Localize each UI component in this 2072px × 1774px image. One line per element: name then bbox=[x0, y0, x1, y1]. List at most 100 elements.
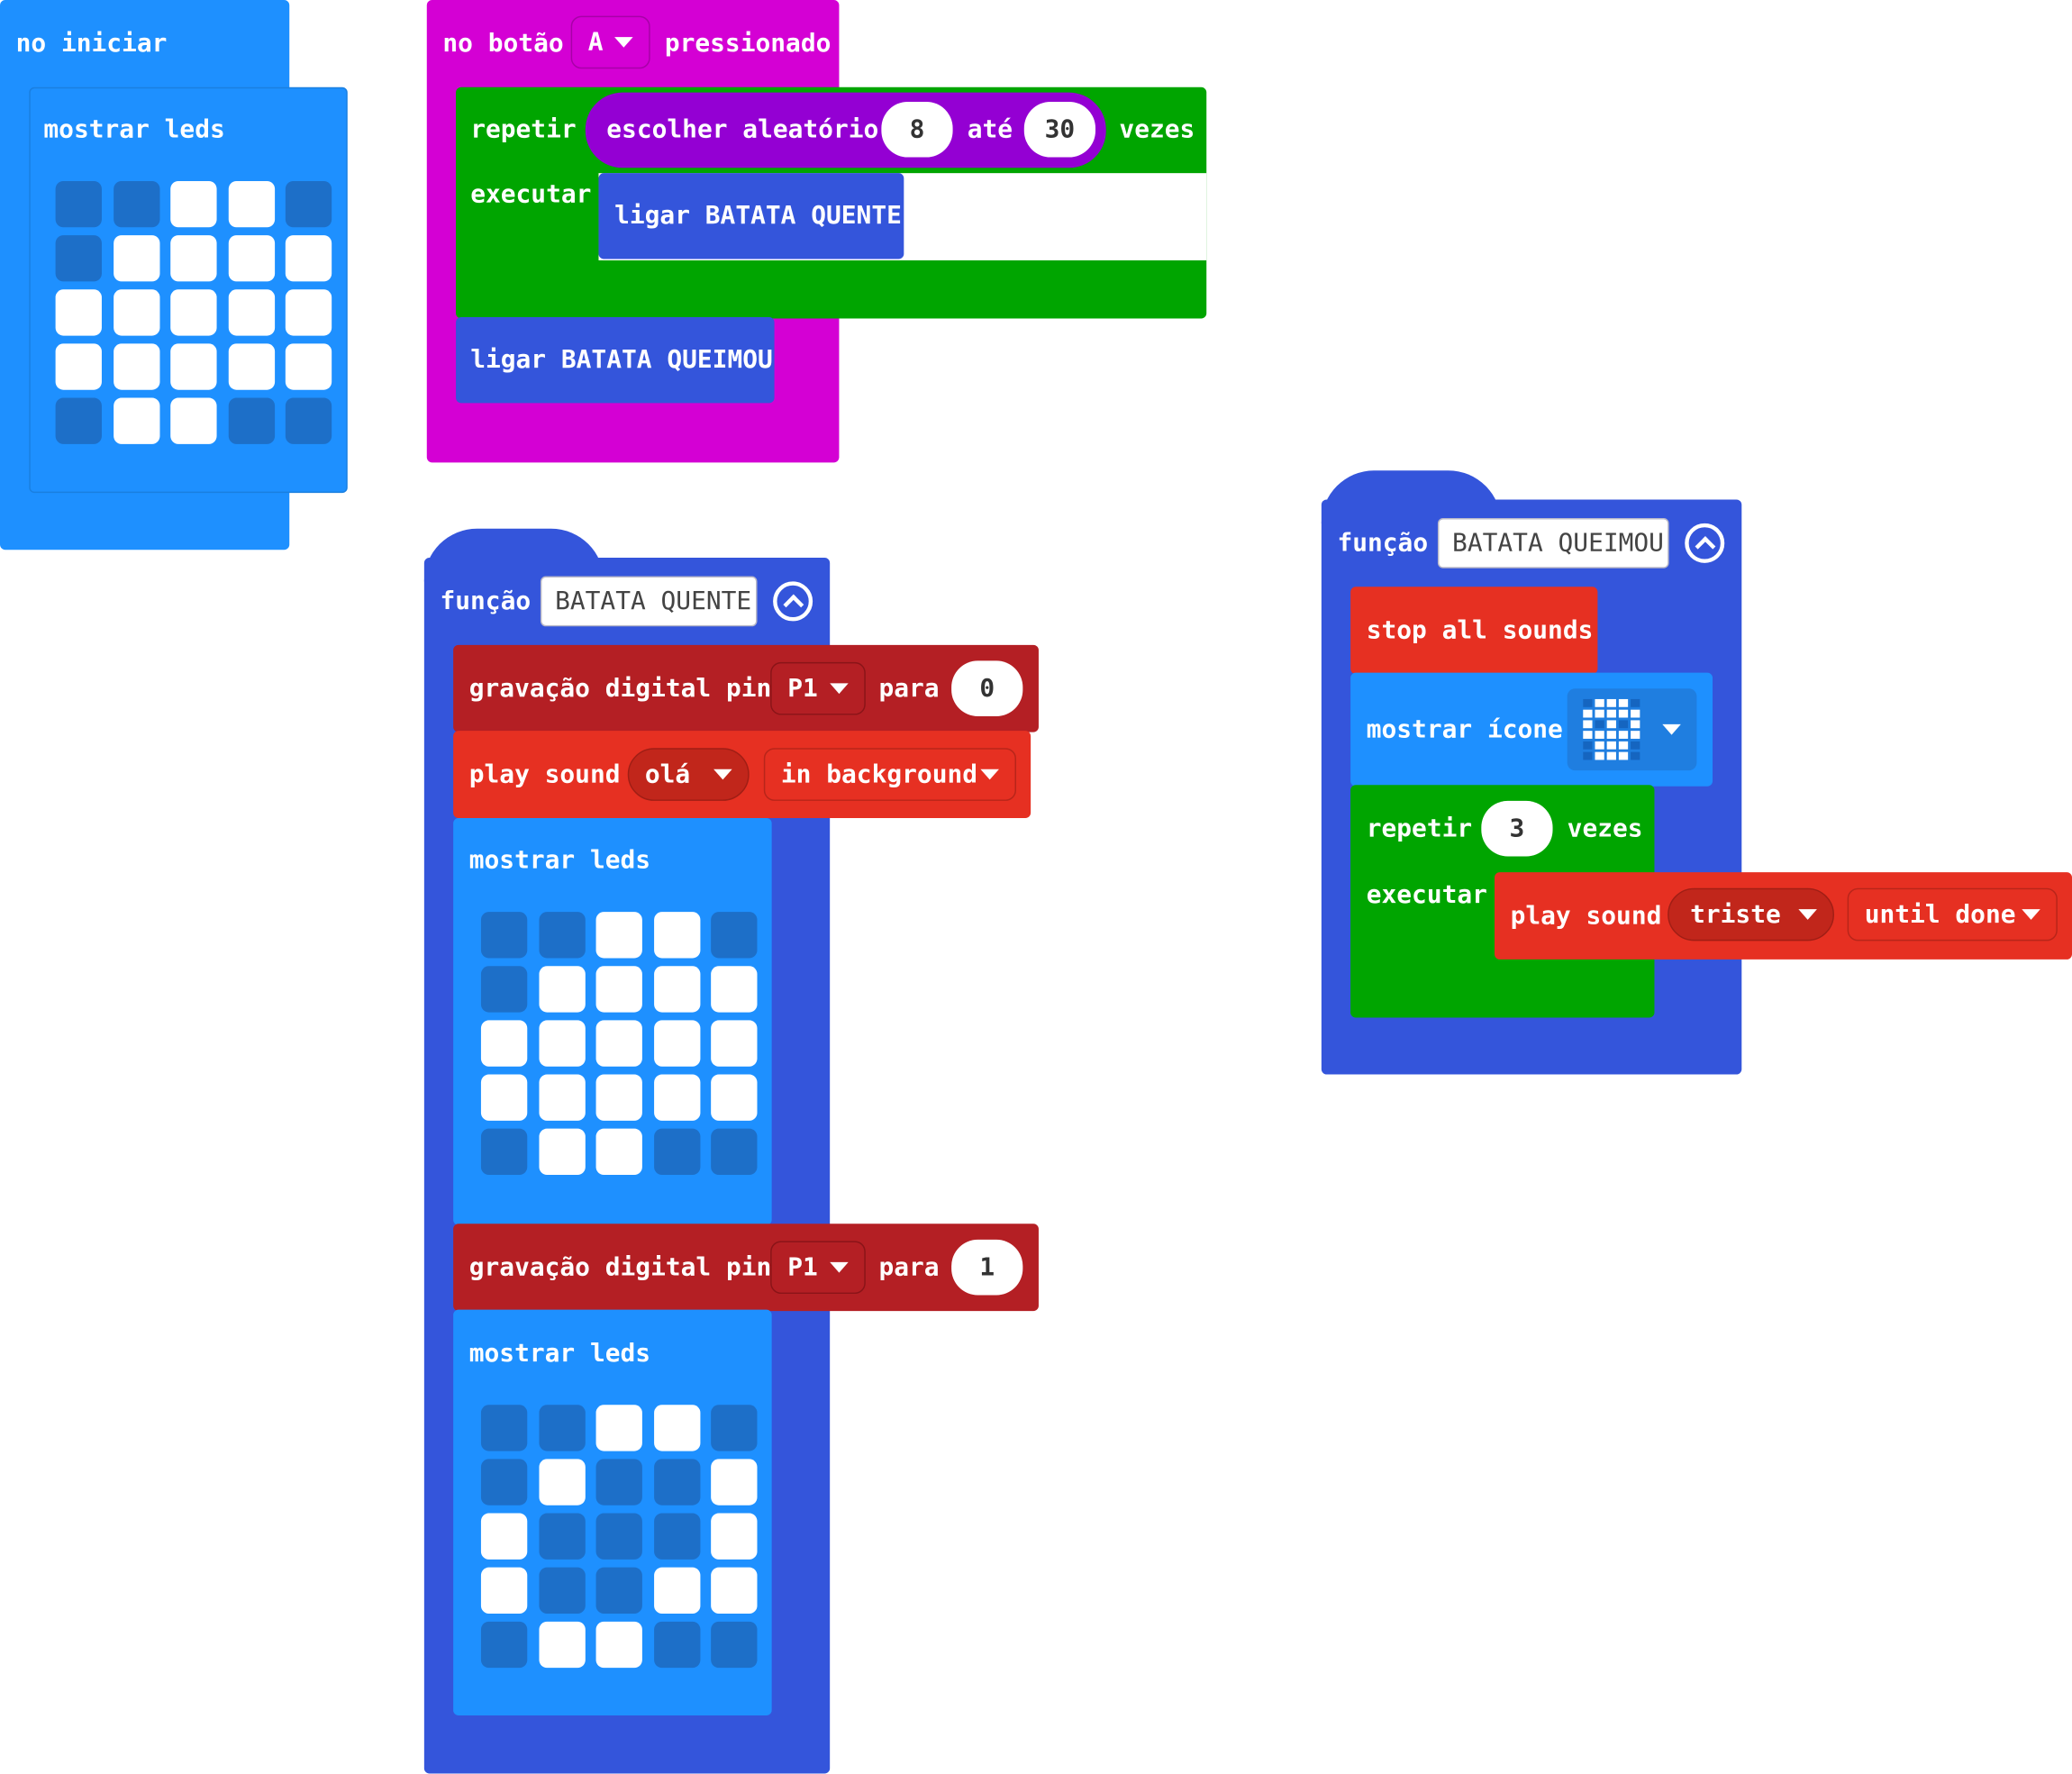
led-cell[interactable] bbox=[480, 1459, 528, 1506]
led-cell[interactable] bbox=[480, 1513, 528, 1560]
led-cell[interactable] bbox=[538, 1020, 586, 1067]
led-cell[interactable] bbox=[113, 397, 159, 444]
led-cell[interactable] bbox=[653, 1128, 700, 1176]
led-cell[interactable] bbox=[113, 343, 159, 390]
digital-write-block-2[interactable] bbox=[453, 1224, 1039, 1312]
random-to-input[interactable]: 30 bbox=[1023, 101, 1096, 158]
led-cell[interactable] bbox=[480, 1128, 528, 1176]
repeat-times-input[interactable]: 3 bbox=[1481, 800, 1553, 857]
led-cell[interactable] bbox=[653, 966, 700, 1013]
led-cell[interactable] bbox=[653, 1621, 700, 1669]
led-cell[interactable] bbox=[228, 343, 275, 390]
call-queimou-block[interactable] bbox=[456, 317, 775, 404]
led-cell[interactable] bbox=[538, 1128, 586, 1176]
led-cell[interactable] bbox=[480, 1020, 528, 1067]
led-cell[interactable] bbox=[653, 1405, 700, 1451]
led-cell[interactable] bbox=[595, 1513, 642, 1560]
led-cell[interactable] bbox=[285, 289, 332, 336]
led-cell[interactable] bbox=[55, 235, 102, 282]
led-cell[interactable] bbox=[595, 912, 642, 959]
led-cell[interactable] bbox=[480, 1074, 528, 1121]
led-cell[interactable] bbox=[538, 912, 586, 959]
led-cell[interactable] bbox=[228, 235, 275, 282]
led-cell[interactable] bbox=[55, 180, 102, 228]
led-cell[interactable] bbox=[711, 1074, 758, 1121]
func-queimou-name[interactable]: BATATA QUEIMOU bbox=[1437, 518, 1669, 569]
led-cell[interactable] bbox=[711, 1621, 758, 1669]
led-cell[interactable] bbox=[170, 235, 217, 282]
led-cell[interactable] bbox=[538, 1567, 586, 1615]
led-cell[interactable] bbox=[285, 343, 332, 390]
led-cell[interactable] bbox=[538, 1513, 586, 1560]
led-cell[interactable] bbox=[170, 397, 217, 444]
led-cell[interactable] bbox=[595, 1459, 642, 1506]
button-select[interactable]: A bbox=[570, 15, 650, 69]
led-cell[interactable] bbox=[113, 235, 159, 282]
led-cell[interactable] bbox=[711, 966, 758, 1013]
led-cell[interactable] bbox=[55, 343, 102, 390]
play-mode-select-1[interactable]: in background bbox=[763, 748, 1016, 801]
skull-pixel bbox=[1618, 731, 1629, 739]
led-cell[interactable] bbox=[711, 1513, 758, 1560]
led-cell[interactable] bbox=[228, 397, 275, 444]
led-cell[interactable] bbox=[595, 1074, 642, 1121]
led-cell[interactable] bbox=[711, 1020, 758, 1067]
led-cell[interactable] bbox=[595, 1405, 642, 1451]
play-mode-select-2[interactable]: until done bbox=[1847, 887, 2058, 942]
led-cell[interactable] bbox=[538, 1621, 586, 1669]
led-cell[interactable] bbox=[228, 289, 275, 336]
led-cell[interactable] bbox=[653, 1020, 700, 1067]
random-from-input[interactable]: 8 bbox=[881, 101, 953, 158]
pin-select-2[interactable]: P1 bbox=[770, 1241, 866, 1295]
led-cell[interactable] bbox=[480, 912, 528, 959]
digital-write-block-1[interactable] bbox=[453, 644, 1039, 732]
func-quente-name[interactable]: BATATA QUENTE bbox=[540, 576, 758, 627]
collapse-icon[interactable] bbox=[773, 581, 813, 622]
led-cell[interactable] bbox=[285, 180, 332, 228]
random-block[interactable] bbox=[585, 92, 1106, 168]
icon-select[interactable] bbox=[1567, 688, 1697, 771]
led-cell[interactable] bbox=[595, 1567, 642, 1615]
stop-sounds-block[interactable] bbox=[1350, 587, 1598, 675]
led-cell[interactable] bbox=[595, 1621, 642, 1669]
sound-select-2[interactable]: triste bbox=[1668, 887, 1834, 942]
sound-select-1[interactable]: olá bbox=[627, 748, 750, 801]
collapse-icon[interactable] bbox=[1685, 523, 1725, 563]
pin-select-1[interactable]: P1 bbox=[770, 661, 866, 715]
led-cell[interactable] bbox=[285, 235, 332, 282]
digital-write-value-2[interactable]: 1 bbox=[951, 1239, 1023, 1296]
led-cell[interactable] bbox=[711, 1128, 758, 1176]
led-cell[interactable] bbox=[711, 1405, 758, 1451]
led-cell[interactable] bbox=[55, 289, 102, 336]
led-cell[interactable] bbox=[480, 1567, 528, 1615]
led-cell[interactable] bbox=[653, 912, 700, 959]
led-cell[interactable] bbox=[653, 1567, 700, 1615]
led-cell[interactable] bbox=[480, 1405, 528, 1451]
led-cell[interactable] bbox=[170, 180, 217, 228]
led-cell[interactable] bbox=[285, 397, 332, 444]
digital-write-value-1[interactable]: 0 bbox=[951, 660, 1023, 717]
led-cell[interactable] bbox=[480, 1621, 528, 1669]
led-cell[interactable] bbox=[55, 397, 102, 444]
led-cell[interactable] bbox=[595, 1020, 642, 1067]
led-cell[interactable] bbox=[653, 1074, 700, 1121]
led-cell[interactable] bbox=[538, 966, 586, 1013]
led-cell[interactable] bbox=[170, 343, 217, 390]
led-cell[interactable] bbox=[538, 1459, 586, 1506]
led-cell[interactable] bbox=[711, 1567, 758, 1615]
led-cell[interactable] bbox=[538, 1074, 586, 1121]
on-start-label: no iniciar bbox=[15, 29, 168, 59]
led-cell[interactable] bbox=[538, 1405, 586, 1451]
led-cell[interactable] bbox=[711, 912, 758, 959]
led-cell[interactable] bbox=[113, 289, 159, 336]
led-cell[interactable] bbox=[653, 1513, 700, 1560]
led-cell[interactable] bbox=[595, 1128, 642, 1176]
led-cell[interactable] bbox=[170, 289, 217, 336]
led-cell[interactable] bbox=[711, 1459, 758, 1506]
call-quente-block[interactable] bbox=[598, 173, 904, 259]
led-cell[interactable] bbox=[480, 966, 528, 1013]
led-cell[interactable] bbox=[595, 966, 642, 1013]
led-cell[interactable] bbox=[228, 180, 275, 228]
led-cell[interactable] bbox=[653, 1459, 700, 1506]
led-cell[interactable] bbox=[113, 180, 159, 228]
